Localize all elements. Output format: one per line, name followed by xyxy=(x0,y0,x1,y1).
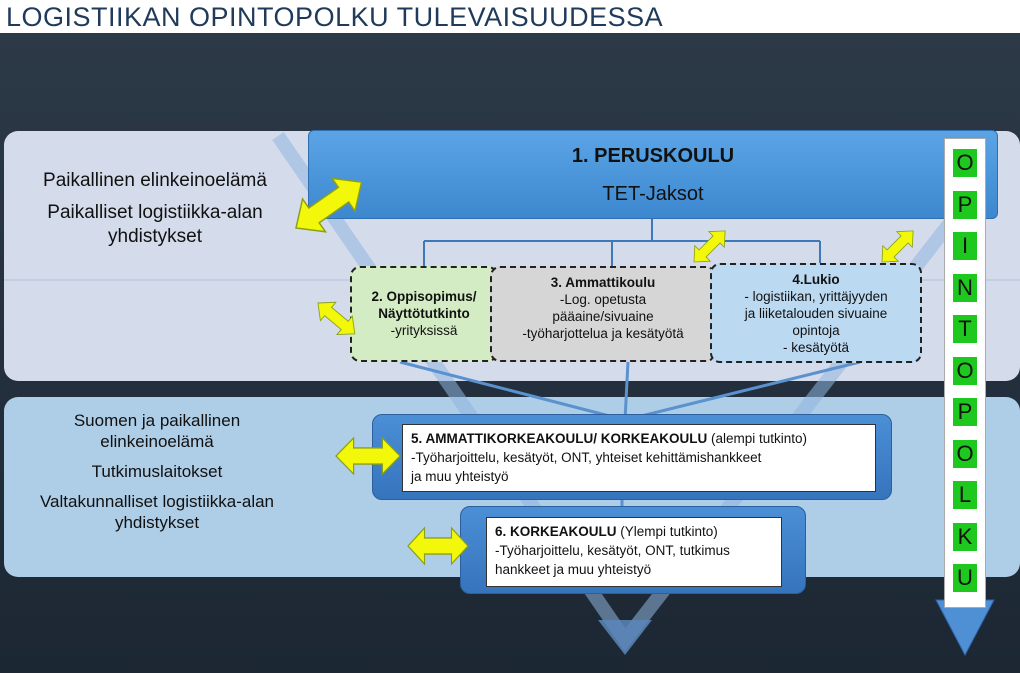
stakeholder-line: yhdistykset xyxy=(108,226,202,247)
amk-title-suffix: (alempi tutkinto) xyxy=(707,431,808,446)
local-stakeholders: Paikallinen elinkeinoelämä Paikalliset l… xyxy=(14,166,296,252)
ammattikoulu-title: 3. Ammattikoulu xyxy=(550,275,656,290)
korkeakoulu-title-suffix: (Ylempi tutkinto) xyxy=(616,524,718,539)
opintopolku-letter: O xyxy=(953,149,977,177)
stakeholder-line: elinkeinoelämä xyxy=(100,432,214,451)
oppisopimus-text: -yrityksissä xyxy=(390,323,458,338)
ammattikoulu-text: -Log. opetusta xyxy=(559,292,647,307)
opintopolku-letter: O xyxy=(953,356,977,385)
stakeholder-line: Valtakunnalliset logistiikka-alan xyxy=(39,492,275,511)
peruskoulu-title: 1. PERUSKOULU xyxy=(571,145,735,167)
opintopolku-letter: P xyxy=(953,398,977,426)
opintopolku-letter: P xyxy=(953,190,977,219)
opintopolku-letter: U xyxy=(953,564,977,592)
amk-heading: 5. AMMATTIKORKEAKOULU/ KORKEAKOULU (alem… xyxy=(411,429,875,448)
double-arrow-icon xyxy=(283,164,374,246)
ammattikoulu-text: pääaine/sivuaine xyxy=(552,309,654,324)
opintopolku-letter: T xyxy=(953,315,977,343)
lukio-text: - logistiikan, yrittäjyyden xyxy=(744,289,888,304)
double-arrow-icon xyxy=(309,293,363,344)
lukio-text: ja liiketalouden sivuaine xyxy=(744,306,888,321)
korkeakoulu-box: 6. KORKEAKOULU (Ylempi tutkinto) -Työhar… xyxy=(486,517,782,587)
opintopolku-letter: K xyxy=(953,522,977,551)
ammattikoulu-box: 3. Ammattikoulu -Log. opetusta pääaine/s… xyxy=(490,266,716,362)
lukio-text: opintoja xyxy=(792,323,840,338)
national-stakeholders: Suomen ja paikallinen elinkeinoelämä Tut… xyxy=(10,410,304,533)
oppisopimus-title: Näyttötutkinto xyxy=(378,306,470,321)
peruskoulu-box: 1. PERUSKOULU TET-Jaksot xyxy=(308,130,998,219)
page-title: LOGISTIIKAN OPINTOPOLKU TULEVAISUUDESSA xyxy=(6,2,664,32)
amk-box: 5. AMMATTIKORKEAKOULU/ KORKEAKOULU (alem… xyxy=(402,424,876,492)
stakeholder-line: Suomen ja paikallinen xyxy=(73,411,241,430)
oppisopimus-title: 2. Oppisopimus/ xyxy=(371,289,477,304)
double-arrow-icon xyxy=(873,222,922,271)
opintopolku-letter: I xyxy=(953,232,977,260)
oppisopimus-box: 2. Oppisopimus/ Näyttötutkinto -yrityksi… xyxy=(350,266,498,362)
stakeholder-line: yhdistykset xyxy=(114,513,200,532)
opintopolku-letter: N xyxy=(953,273,977,302)
lukio-text: - kesätyötä xyxy=(782,340,850,355)
korkeakoulu-text: -Työharjoittelu, kesätyöt, ONT, tutkimus xyxy=(495,543,730,558)
stakeholder-line: Paikallinen elinkeinoelämä xyxy=(43,170,267,191)
korkeakoulu-heading: 6. KORKEAKOULU (Ylempi tutkinto) xyxy=(495,522,781,541)
ammattikoulu-text: -työharjottelua ja kesätyötä xyxy=(522,326,684,341)
opintopolku-letter: L xyxy=(953,481,977,509)
amk-title: 5. AMMATTIKORKEAKOULU/ KORKEAKOULU xyxy=(411,431,708,446)
amk-text: ja muu yhteistyö xyxy=(411,469,509,484)
double-arrow-icon xyxy=(407,527,469,565)
lukio-box: 4.Lukio - logistiikan, yrittäjyyden ja l… xyxy=(710,263,922,363)
korkeakoulu-text: hankkeet ja muu yhteistyö xyxy=(495,562,652,577)
double-arrow-icon xyxy=(335,437,401,475)
opintopolku-letter: O xyxy=(953,439,977,468)
peruskoulu-subtitle: TET-Jaksot xyxy=(602,183,704,205)
korkeakoulu-title: 6. KORKEAKOULU xyxy=(495,524,617,539)
stakeholder-line: Paikalliset logistiikka-alan xyxy=(47,202,263,223)
amk-text: -Työharjoittelu, kesätyöt, ONT, yhteiset… xyxy=(411,450,762,465)
stakeholder-line: Tutkimuslaitokset xyxy=(91,462,223,481)
double-arrow-icon xyxy=(685,222,734,271)
lukio-title: 4.Lukio xyxy=(792,272,840,287)
